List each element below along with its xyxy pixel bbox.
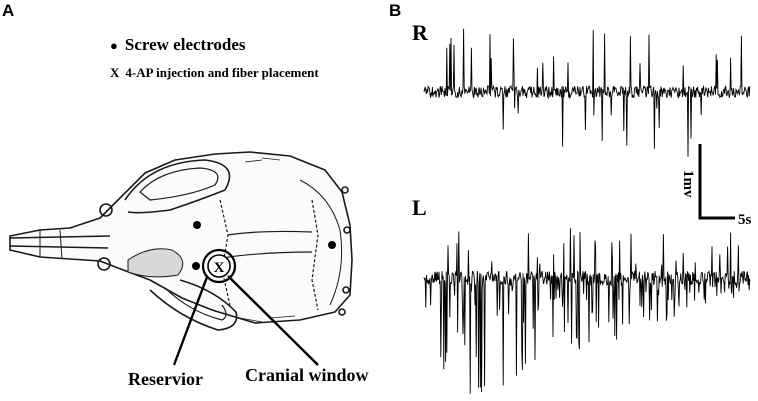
eeg-trace-left (423, 228, 751, 394)
scale-bar-vertical-label: 1mv (680, 170, 696, 198)
reservoir-ring (201, 248, 237, 284)
eeg-traces: 1mv 5s (423, 28, 752, 394)
window-x-mark: X (214, 260, 225, 276)
cranial-window-circle (207, 254, 231, 278)
screw-electrode-dot (328, 241, 336, 249)
trace-right-label: R (412, 20, 428, 45)
legend-injection-text: 4-AP injection and fiber placement (125, 65, 319, 80)
cranial-window-label: Cranial window (245, 365, 369, 385)
reservoir-label: Reservior (128, 369, 203, 389)
legend-injection: X 4-AP injection and fiber placement (110, 65, 319, 81)
legend-electrodes: ● Screw electrodes (110, 35, 246, 55)
window-callout-line (227, 275, 319, 366)
screw-electrode-dot (193, 221, 201, 229)
scale-bar (698, 144, 735, 220)
scale-bar-horizontal-label: 5s (738, 212, 752, 228)
eeg-trace-right (423, 28, 751, 157)
rat-skull-drawing: X (9, 151, 353, 366)
panel-a-label: A (2, 1, 15, 20)
reservoir-callout-line (172, 276, 209, 366)
trace-left-label: L (412, 195, 427, 220)
injection-x-icon: X (110, 65, 120, 80)
panel-b-label: B (389, 1, 402, 20)
screw-electrode-dot (192, 262, 200, 270)
electrode-dot-icon: ● (110, 38, 118, 53)
legend-electrodes-text: Screw electrodes (124, 35, 246, 54)
